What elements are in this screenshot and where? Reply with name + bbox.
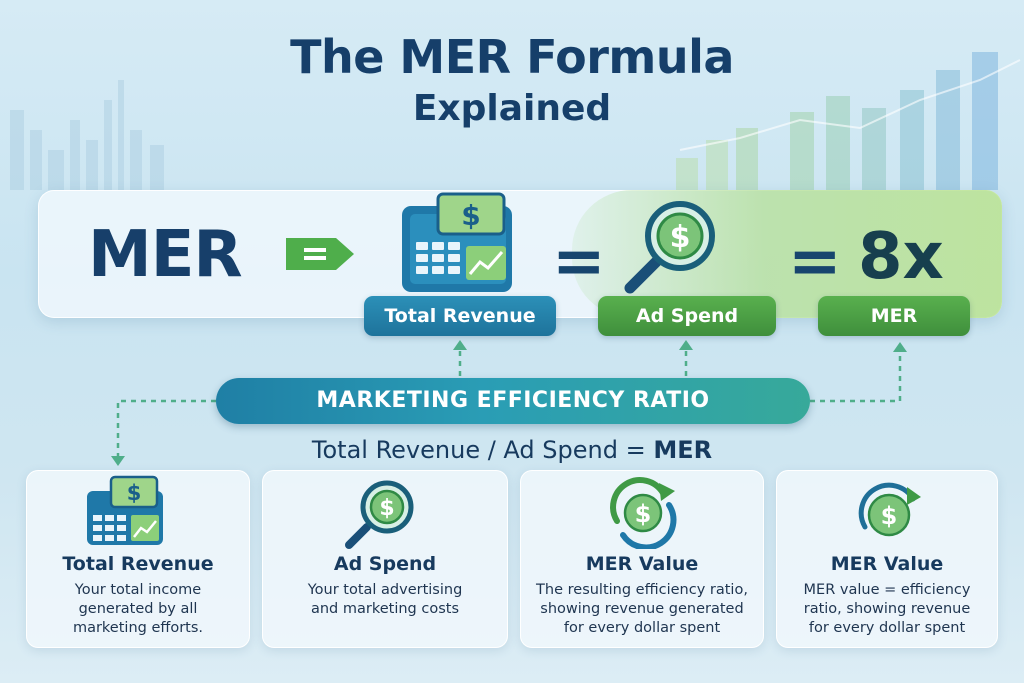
dollar-cycle-icon: $ xyxy=(858,482,921,537)
page-subtitle: Explained xyxy=(412,88,612,129)
card-line: for every dollar spent xyxy=(563,620,721,636)
card-total-revenue: $ Total Revenue Your total income genera… xyxy=(26,470,250,648)
equals-sign-2: = xyxy=(788,225,842,299)
svg-text:$: $ xyxy=(881,502,898,530)
card-line: The resulting efficiency ratio, xyxy=(536,582,748,598)
formula-result: 8x xyxy=(858,220,944,294)
card-title: Ad Spend xyxy=(333,553,437,575)
label-mer: MER xyxy=(818,296,970,336)
card-description: MER value = efficiency ratio, showing re… xyxy=(785,581,989,638)
svg-text:$: $ xyxy=(379,496,394,521)
card-line: generated by all xyxy=(78,601,198,617)
formula-text-main: Total Revenue / Ad Spend = xyxy=(311,436,654,464)
label-ad-spend: Ad Spend xyxy=(598,296,776,336)
card-description: Your total advertising and marketing cos… xyxy=(271,581,499,619)
card-line: for every dollar spent xyxy=(808,620,966,636)
equals-sign-1: = xyxy=(552,225,606,299)
card-line: ratio, showing revenue xyxy=(803,601,971,617)
card-description: Your total income generated by all marke… xyxy=(35,581,241,638)
card-title: MER Value xyxy=(830,553,944,575)
card-line: marketing efforts. xyxy=(72,620,204,636)
cash-register-icon: $ xyxy=(402,192,512,292)
svg-text:$: $ xyxy=(635,500,652,528)
marketing-efficiency-banner: MARKETING EFFICIENCY RATIO xyxy=(216,378,810,424)
svg-text:$: $ xyxy=(461,199,480,232)
cash-register-icon: $ xyxy=(87,475,163,545)
dollar-cycle-icon: $ xyxy=(610,477,677,549)
svg-text:$: $ xyxy=(670,220,691,255)
dollar-magnifier-icon: $ xyxy=(624,201,715,294)
arrow-tag-icon xyxy=(286,238,354,270)
card-ad-spend: $ Ad Spend Your total advertising and ma… xyxy=(262,470,508,648)
page-title: The MER Formula xyxy=(290,30,734,84)
card-line: MER value = efficiency xyxy=(803,582,971,598)
card-line: and marketing costs xyxy=(310,601,460,617)
formula-text: Total Revenue / Ad Spend = MER xyxy=(0,436,1024,464)
card-line: showing revenue generated xyxy=(540,601,744,617)
card-title: MER Value xyxy=(585,553,699,575)
card-mer-value: $ MER Value The resulting efficiency rat… xyxy=(520,470,764,648)
dollar-magnifier-icon: $ xyxy=(345,480,414,549)
svg-text:$: $ xyxy=(127,481,142,505)
card-mer-value-2: $ MER Value MER value = efficiency ratio… xyxy=(776,470,998,648)
formula-lhs: MER xyxy=(88,218,243,292)
card-line: Your total income xyxy=(74,582,202,598)
formula-text-bold: MER xyxy=(653,436,713,464)
card-title: Total Revenue xyxy=(62,553,214,575)
card-description: The resulting efficiency ratio, showing … xyxy=(529,581,755,638)
label-total-revenue: Total Revenue xyxy=(364,296,556,336)
card-line: Your total advertising xyxy=(307,582,463,598)
